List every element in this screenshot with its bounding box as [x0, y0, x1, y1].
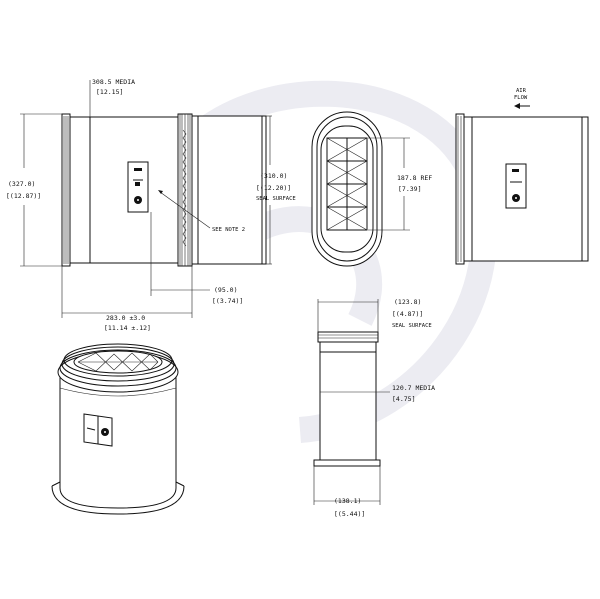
height-label: (327.0): [8, 180, 35, 188]
side-view-label-plate: [127, 161, 149, 213]
end-view-filter: [311, 111, 383, 267]
base-width-label: (138.1): [334, 497, 361, 505]
seal-width-in-label: [(4.87)]: [392, 310, 423, 318]
height-in-label: [(12.87)]: [6, 192, 41, 200]
side-view-filter: [61, 113, 267, 267]
seal-length-in-label: [(12.20)]: [256, 184, 291, 192]
see-note-label: SEE NOTE 2: [212, 227, 245, 233]
air-flow-arrow-icon: [514, 103, 530, 109]
seal-surface-label-1: SEAL SURFACE: [256, 196, 296, 202]
media-width-label: 120.7 MEDIA: [392, 384, 435, 392]
front-narrow-view-dimensions: [313, 299, 390, 505]
isometric-view-label-plate: [83, 413, 113, 447]
isometric-view-filter: [51, 343, 185, 515]
right-side-view-filter: [455, 113, 589, 265]
media-length-label: 308.5 MEDIA: [92, 78, 135, 86]
overall-length-in-label: [11.14 ±.12]: [104, 324, 151, 332]
media-width-in-label: [4.75]: [392, 395, 415, 403]
seal-offset-label: (95.0): [214, 286, 237, 294]
right-side-view-label-plate: [505, 163, 527, 209]
air-flow-label-1: AIR: [516, 88, 527, 94]
media-length-in-label: [12.15]: [96, 88, 123, 96]
ref-height-label: 187.8 REF: [397, 174, 432, 182]
end-view-dimensions: [368, 137, 410, 231]
overall-length-label: 283.0 ±3.0: [106, 314, 145, 322]
front-narrow-view-filter: [313, 331, 381, 467]
side-view-dimensions: [20, 80, 272, 318]
seal-length-label: (310.0): [260, 172, 287, 180]
seal-width-label: (123.8): [394, 298, 421, 306]
ref-height-in-label: [7.39]: [398, 185, 421, 193]
seal-surface-label-2: SEAL SURFACE: [392, 323, 432, 329]
seal-offset-in-label: [(3.74)]: [212, 297, 243, 305]
base-width-in-label: [(5.44)]: [334, 510, 365, 518]
air-flow-label-2: FLOW: [514, 95, 528, 101]
